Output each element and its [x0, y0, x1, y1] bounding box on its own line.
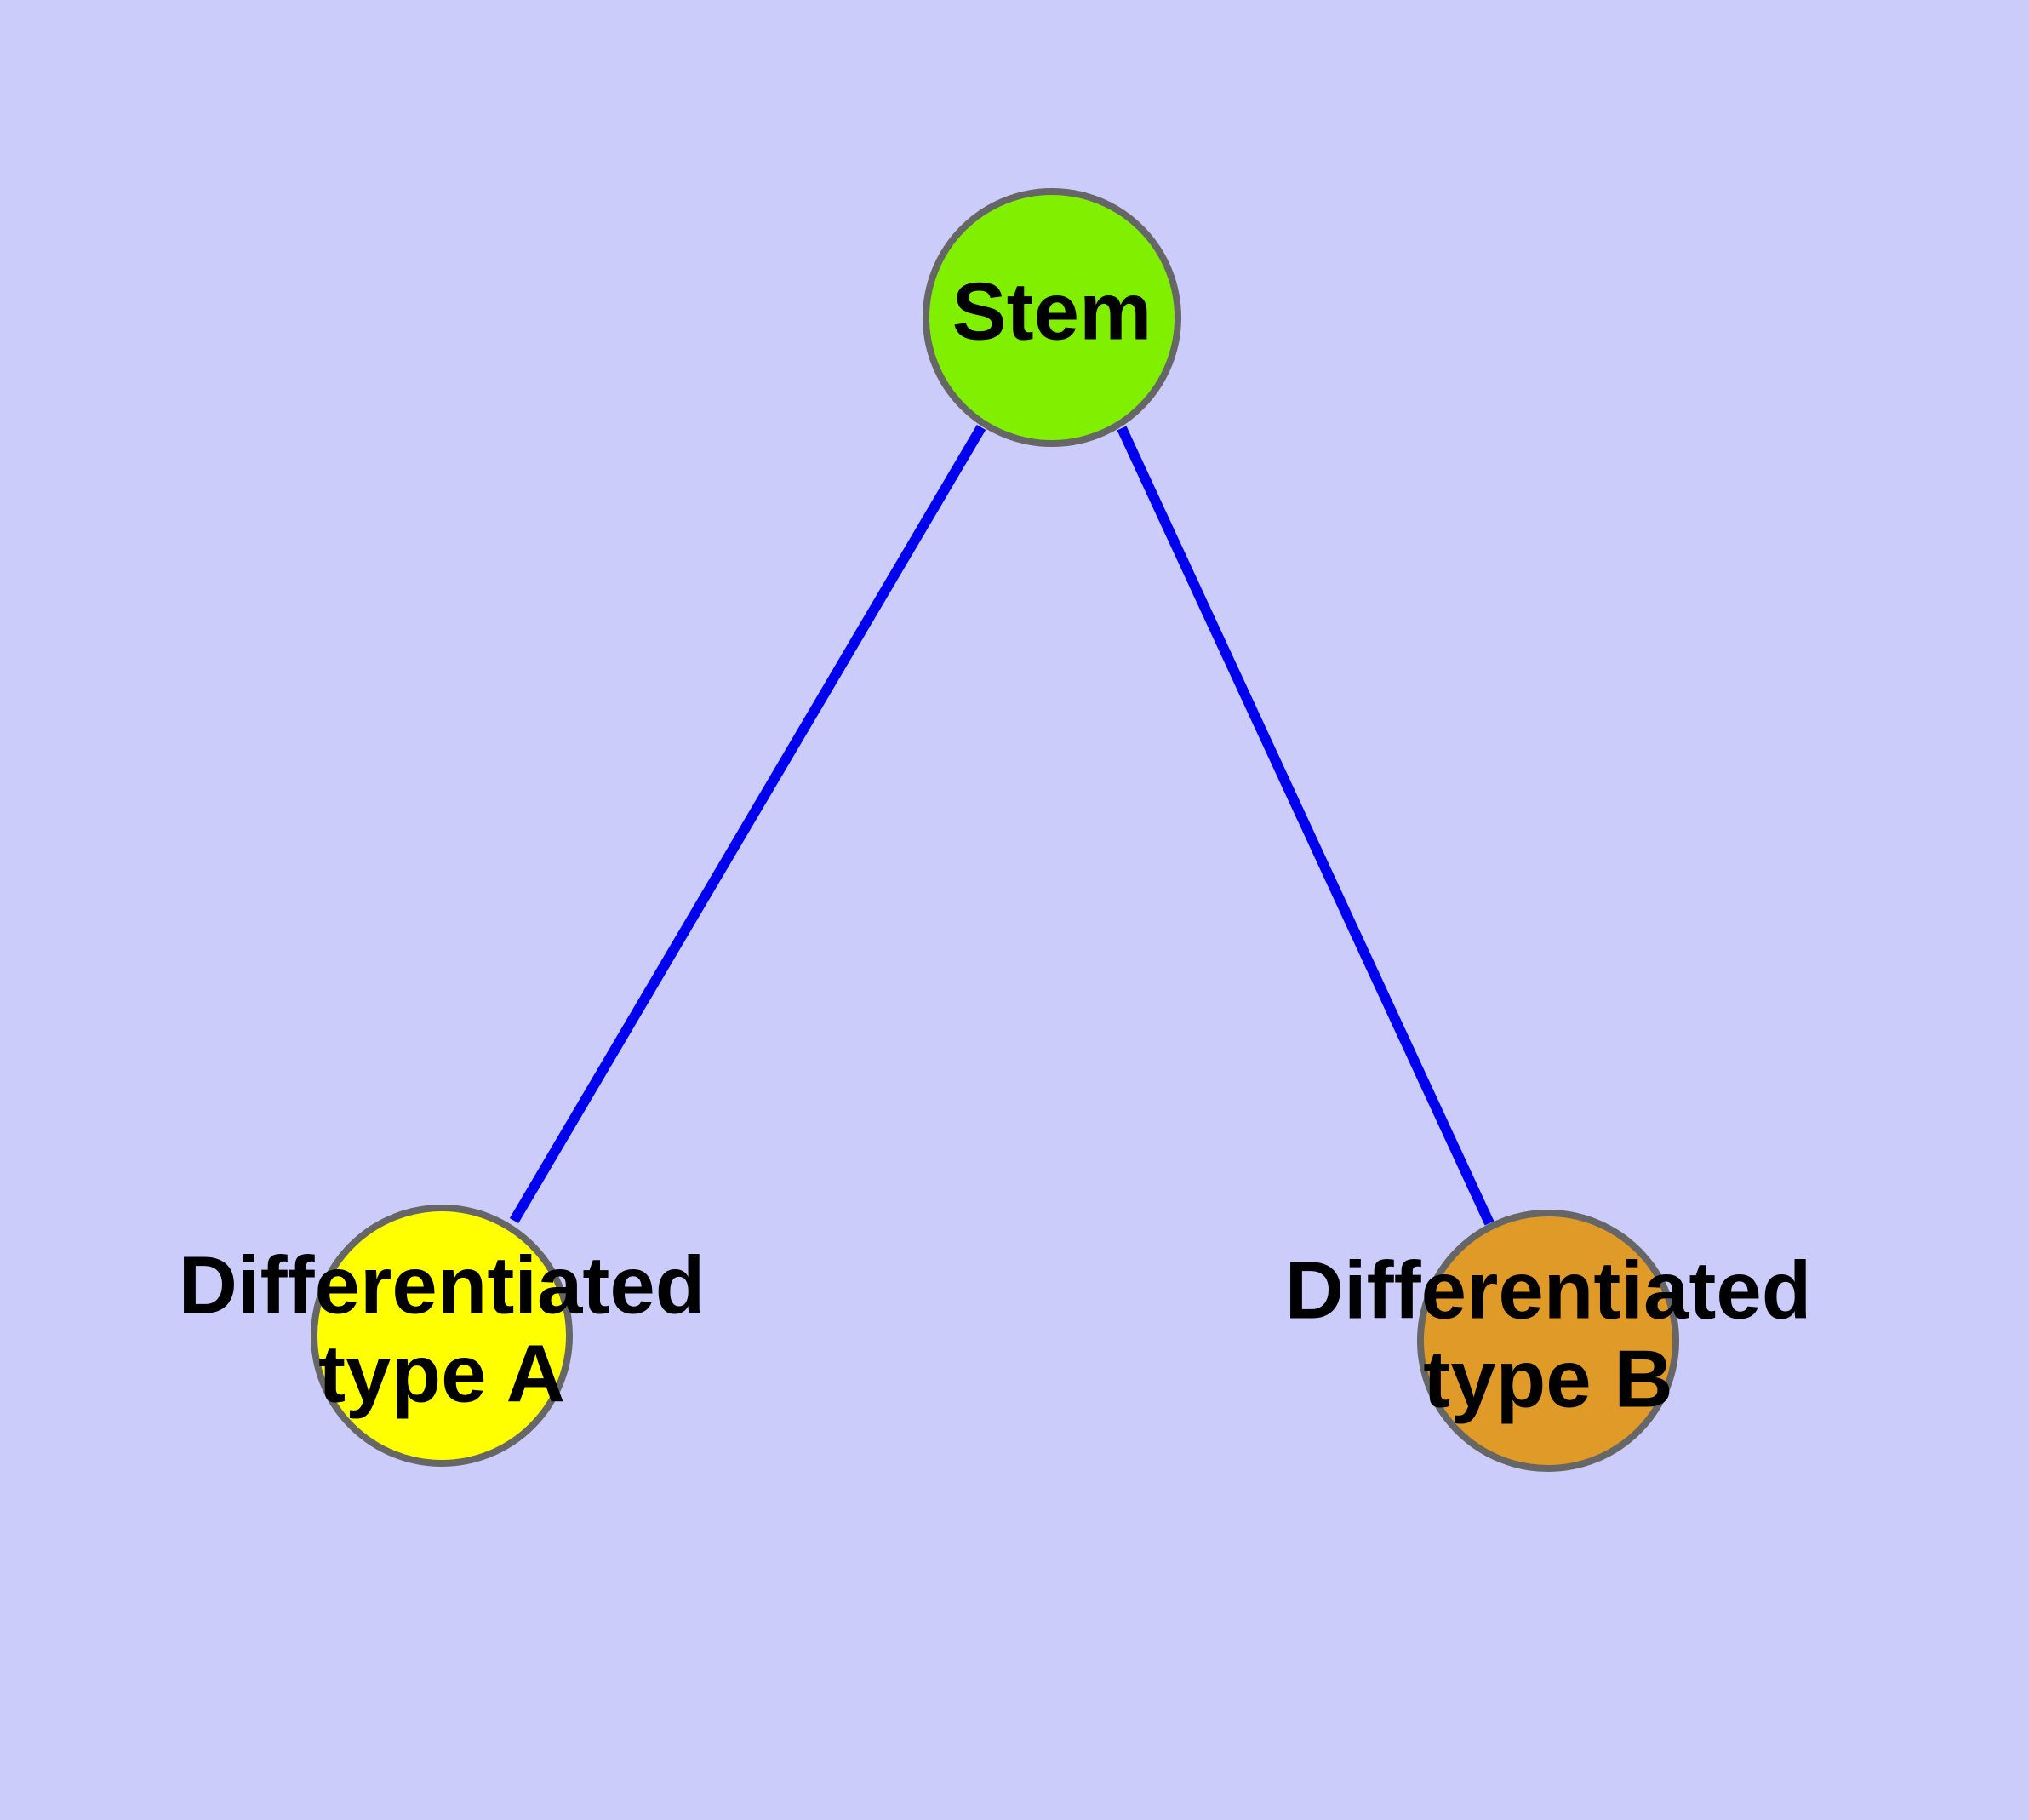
- node-layer: [311, 188, 1679, 1472]
- edge-layer: [509, 424, 1495, 1226]
- edge-stem-to-diff-a[interactable]: [509, 424, 986, 1224]
- node-diff-b-label-line2: type B: [1423, 1333, 1672, 1424]
- node-diff-b[interactable]: [1417, 1210, 1679, 1472]
- node-stem[interactable]: [923, 188, 1181, 447]
- node-diff-b-circle[interactable]: [1417, 1210, 1679, 1472]
- node-diff-a-label-line2: type A: [318, 1328, 565, 1419]
- edge-stem-to-diff-b[interactable]: [1117, 426, 1495, 1226]
- node-diff-a-label-line1: Differentiated: [179, 1239, 706, 1331]
- node-diff-b-label-line1: Differentiated: [1285, 1245, 1812, 1336]
- node-stem-label-line1: Stem: [952, 266, 1152, 357]
- node-diff-a-circle[interactable]: [311, 1205, 573, 1467]
- node-stem-circle[interactable]: [923, 188, 1181, 447]
- node-diff-a[interactable]: [311, 1205, 573, 1467]
- label-layer: Stem Differentiated type A Differentiate…: [179, 266, 1812, 1424]
